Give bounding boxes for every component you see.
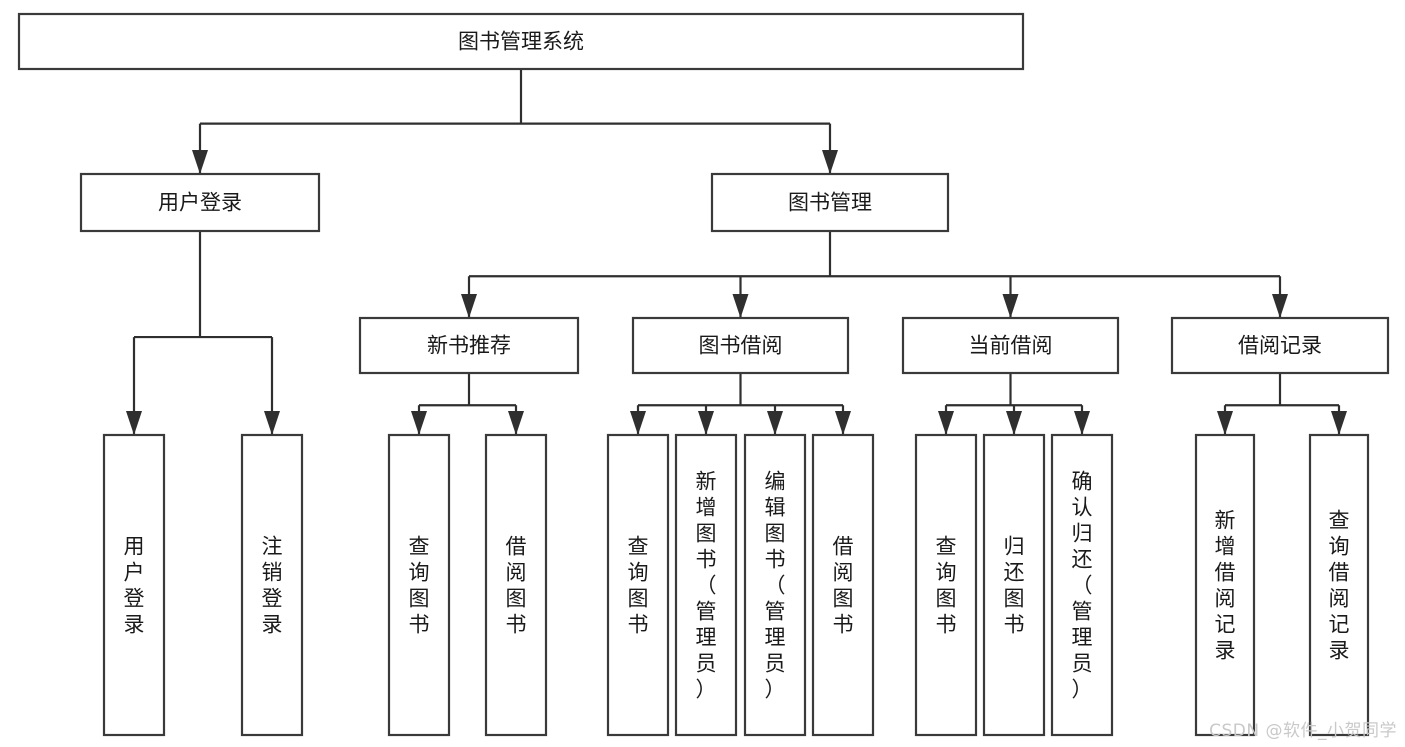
node-box-borrow-record[interactable]: [1170, 316, 1390, 375]
node-box-leaf-query-book-3[interactable]: [914, 433, 978, 737]
arrow-head-icon: [264, 411, 280, 435]
node-book-borrow[interactable]: 图书借阅: [631, 316, 850, 375]
arrow-head-icon: [411, 411, 427, 435]
node-box-leaf-edit-book[interactable]: [743, 433, 807, 737]
node-label-leaf-user-login: 用户登录: [124, 534, 145, 636]
connector-group: [1217, 373, 1347, 435]
node-label-book-borrow: 图书借阅: [699, 334, 783, 358]
node-label-leaf-return-book: 归还图书: [1004, 534, 1025, 636]
connector-group: [411, 373, 524, 435]
node-box-leaf-borrow-book-1[interactable]: [484, 433, 548, 737]
arrow-head-icon: [1217, 411, 1233, 435]
node-box-leaf-query-book-1[interactable]: [387, 433, 451, 737]
node-leaf-add-record[interactable]: 新增借阅记录: [1194, 433, 1256, 737]
arrow-head-icon: [1272, 294, 1288, 318]
node-box-leaf-add-book[interactable]: [674, 433, 738, 737]
node-box-leaf-logout[interactable]: [240, 433, 304, 737]
node-leaf-return-book[interactable]: 归还图书: [982, 433, 1046, 737]
node-label-leaf-query-book-3: 查询图书: [936, 534, 957, 636]
arrow-head-icon: [192, 150, 208, 174]
node-current-borrow[interactable]: 当前借阅: [901, 316, 1120, 375]
arrow-head-icon: [508, 411, 524, 435]
arrow-head-icon: [767, 411, 783, 435]
node-box-book-management[interactable]: [710, 172, 950, 233]
arrow-head-icon: [732, 294, 749, 318]
node-box-leaf-query-record[interactable]: [1308, 433, 1370, 737]
node-leaf-query-book-2[interactable]: 查询图书: [606, 433, 670, 737]
arrow-head-icon: [1006, 411, 1022, 435]
node-new-book-recommend[interactable]: 新书推荐: [358, 316, 580, 375]
node-leaf-edit-book[interactable]: 编辑图书（管理员）: [743, 433, 807, 737]
arrow-head-icon: [822, 150, 838, 174]
node-box-leaf-add-record[interactable]: [1194, 433, 1256, 737]
node-label-root: 图书管理系统: [458, 30, 584, 54]
node-root[interactable]: 图书管理系统: [17, 12, 1025, 71]
node-user-login[interactable]: 用户登录: [79, 172, 321, 233]
node-leaf-add-book[interactable]: 新增图书（管理员）: [674, 433, 738, 737]
node-box-current-borrow[interactable]: [901, 316, 1120, 375]
node-label-leaf-confirm-return: 确认归还（管理员）: [1072, 469, 1093, 701]
arrow-head-icon: [126, 411, 142, 435]
node-label-leaf-query-book-1: 查询图书: [409, 534, 430, 636]
connector-group: [461, 231, 1288, 318]
arrow-head-icon: [1074, 411, 1090, 435]
node-leaf-borrow-book-1[interactable]: 借阅图书: [484, 433, 548, 737]
arrow-head-icon: [835, 411, 851, 435]
node-label-current-borrow: 当前借阅: [969, 334, 1053, 358]
connector-group: [192, 69, 838, 174]
node-leaf-borrow-book-2[interactable]: 借阅图书: [811, 433, 875, 737]
node-leaf-query-record[interactable]: 查询借阅记录: [1308, 433, 1370, 737]
arrow-head-icon: [1331, 411, 1347, 435]
node-book-management[interactable]: 图书管理: [710, 172, 950, 233]
node-box-leaf-borrow-book-2[interactable]: [811, 433, 875, 737]
node-box-leaf-query-book-2[interactable]: [606, 433, 670, 737]
connector-group: [938, 373, 1090, 435]
node-label-leaf-logout: 注销登录: [262, 534, 283, 636]
node-label-leaf-edit-book: 编辑图书（管理员）: [765, 469, 786, 701]
node-box-book-borrow[interactable]: [631, 316, 850, 375]
connector-layer: [126, 69, 1347, 435]
node-label-new-book-recommend: 新书推荐: [427, 334, 511, 358]
arrow-head-icon: [698, 411, 714, 435]
node-leaf-user-login[interactable]: 用户登录: [102, 433, 166, 737]
node-label-leaf-query-book-2: 查询图书: [628, 534, 649, 636]
node-leaf-query-book-1[interactable]: 查询图书: [387, 433, 451, 737]
arrow-head-icon: [461, 294, 477, 318]
node-box-new-book-recommend[interactable]: [358, 316, 580, 375]
arrow-head-icon: [630, 411, 646, 435]
node-box-leaf-return-book[interactable]: [982, 433, 1046, 737]
node-layer: 图书管理系统用户登录图书管理新书推荐图书借阅当前借阅借阅记录用户登录注销登录查询…: [17, 12, 1390, 737]
node-label-user-login: 用户登录: [158, 191, 242, 215]
watermark-text: CSDN @软件_小贺同学: [1209, 721, 1397, 741]
node-box-leaf-confirm-return[interactable]: [1050, 433, 1114, 737]
node-label-borrow-record: 借阅记录: [1238, 334, 1322, 358]
node-borrow-record[interactable]: 借阅记录: [1170, 316, 1390, 375]
connector-group: [126, 231, 280, 435]
connector-group: [630, 373, 851, 435]
node-label-leaf-add-book: 新增图书（管理员）: [696, 469, 717, 701]
node-label-leaf-query-record: 查询借阅记录: [1329, 508, 1350, 662]
arrow-head-icon: [1002, 294, 1019, 318]
node-leaf-query-book-3[interactable]: 查询图书: [914, 433, 978, 737]
node-leaf-logout[interactable]: 注销登录: [240, 433, 304, 737]
node-label-leaf-borrow-book-2: 借阅图书: [833, 534, 854, 636]
node-label-leaf-add-record: 新增借阅记录: [1215, 508, 1236, 662]
node-box-root[interactable]: [17, 12, 1025, 71]
node-box-user-login[interactable]: [79, 172, 321, 233]
node-box-leaf-user-login[interactable]: [102, 433, 166, 737]
node-leaf-confirm-return[interactable]: 确认归还（管理员）: [1050, 433, 1114, 737]
arrow-head-icon: [938, 411, 954, 435]
node-label-book-management: 图书管理: [788, 191, 872, 215]
node-label-leaf-borrow-book-1: 借阅图书: [506, 534, 527, 636]
